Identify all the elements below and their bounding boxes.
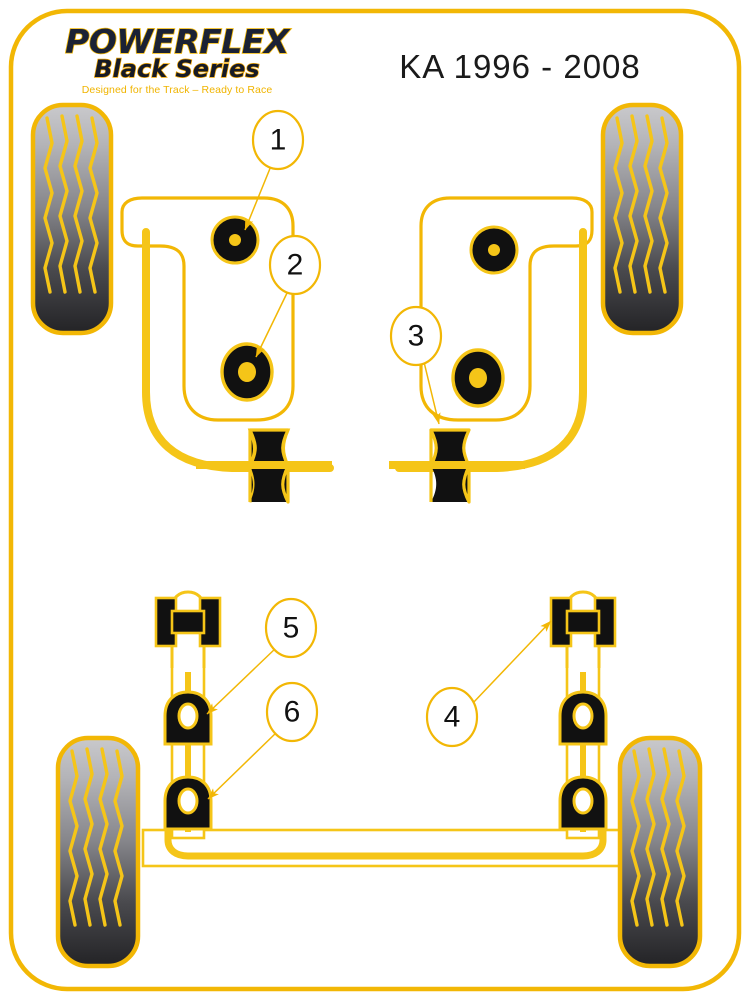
tire-front-left [30,102,114,336]
bush-front-right-upper [469,225,519,275]
page-border-frame [8,8,742,992]
callout-1-label: 1 [270,124,287,157]
leader-line-3 [423,361,441,425]
callout-3[interactable]: 3 [389,305,443,367]
callout-3-label: 3 [408,320,425,353]
rear-shock-rod-left [185,672,191,832]
callout-1[interactable]: 1 [251,109,305,171]
front-right-assembly [389,102,684,504]
rear-anti-roll-bar [164,822,607,860]
arb-bush-left [196,428,332,504]
front-left-assembly [30,102,334,504]
rear-bracket-right-lower [558,775,608,831]
rear-bracket-right-upper [558,690,608,746]
shock-mount-right [549,596,617,648]
callout-2-label: 2 [287,249,304,282]
callout-6-label: 6 [284,696,301,729]
tire-front-right [600,102,684,336]
bush-front-left-upper [210,215,260,265]
leader-line-6 [207,730,279,800]
tire-rear-left [55,735,141,969]
rear-bracket-left-lower [163,775,213,831]
rear-bracket-left-upper [163,690,213,746]
rear-shock-rod-right [580,672,586,832]
bush-front-left-lower [220,342,274,402]
callout-5-label: 5 [283,612,300,645]
callout-4-label: 4 [444,701,461,734]
leader-line-2 [255,290,289,358]
leader-line-4 [471,620,552,705]
shock-mount-left [154,596,222,648]
callout-bubbles: 1 2 3 4 5 6 [251,109,479,748]
rear-axle-assembly [55,590,703,969]
leader-line-1 [244,165,272,231]
callout-leader-lines [206,165,552,800]
callout-6[interactable]: 6 [265,681,319,743]
callout-2[interactable]: 2 [268,234,322,296]
tire-rear-right [617,735,703,969]
page-title: KA 1996 - 2008 [399,48,641,85]
leader-line-5 [206,646,278,715]
rear-axle-beam [141,828,630,868]
bush-front-right-lower [451,348,505,408]
arb-bush-right [389,428,525,504]
callout-4[interactable]: 4 [425,686,479,748]
callout-5[interactable]: 5 [264,597,318,659]
